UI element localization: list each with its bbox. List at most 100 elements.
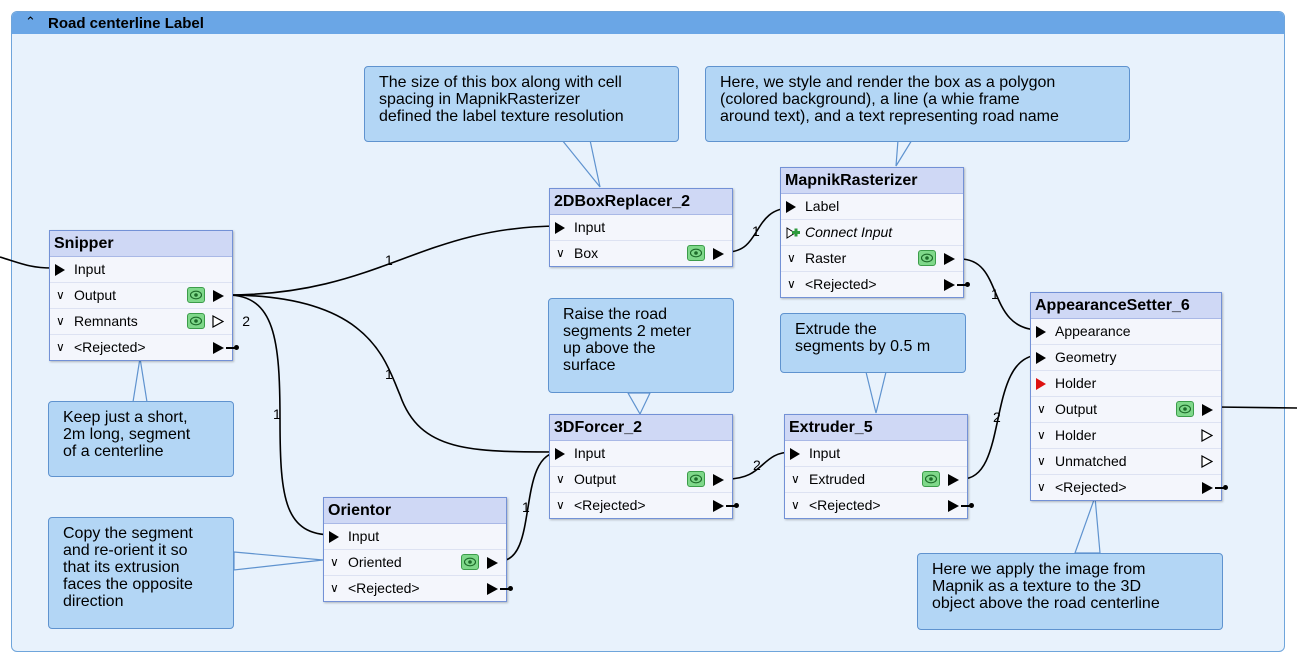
feature-count: 2 [242, 313, 250, 329]
transformer-orientor[interactable]: Orientor Input ∨ Oriented ∨ <Rejected> [323, 497, 513, 602]
port-label: Box [574, 245, 599, 261]
output-port[interactable]: ∨ Box [550, 241, 732, 266]
input-port[interactable]: Input [550, 441, 732, 467]
bookmark-header[interactable]: ⌃ Road centerline Label [12, 12, 1284, 34]
annotation-copy-reorient[interactable]: Copy the segment and re-orient it so tha… [48, 517, 234, 629]
chevron-down-icon[interactable]: ∨ [556, 498, 565, 512]
output-port[interactable]: ∨ Holder [1031, 423, 1221, 449]
eye-icon[interactable] [187, 313, 205, 329]
input-port[interactable]: Input [550, 215, 732, 241]
output-port[interactable]: ∨ <Rejected> [324, 576, 513, 601]
input-port[interactable]: Label [781, 194, 963, 220]
annotation-raise[interactable]: Raise the road segments 2 meter up above… [548, 298, 734, 393]
output-port[interactable]: ∨ Oriented [324, 550, 506, 576]
connect-input-plus-icon[interactable] [786, 226, 800, 240]
output-port[interactable]: ∨ Extruded [785, 467, 967, 493]
input-port-arrow-icon [329, 531, 339, 543]
rejected-stub [1215, 487, 1225, 489]
input-port[interactable]: Input [785, 441, 967, 467]
output-port-arrow-icon[interactable] [944, 279, 955, 291]
port-label: Appearance [1055, 323, 1131, 339]
output-port-arrow-icon[interactable] [213, 290, 224, 302]
output-port-arrow-icon[interactable] [713, 474, 724, 486]
output-port[interactable]: ∨ <Rejected> [1031, 475, 1228, 500]
chevron-down-icon[interactable]: ∨ [791, 498, 800, 512]
output-port[interactable]: ∨ Unmatched [1031, 449, 1221, 475]
input-port-unconnected[interactable]: Holder [1031, 371, 1221, 397]
eye-icon[interactable] [687, 471, 705, 487]
transformer-3dforcer[interactable]: 3DForcer_2 Input ∨ Output ∨ <Rejected> [549, 414, 739, 519]
input-port[interactable]: Appearance [1031, 319, 1221, 345]
output-port-arrow-icon[interactable] [948, 500, 959, 512]
output-port-arrow-icon[interactable] [1201, 455, 1213, 468]
annotation-keep-short[interactable]: Keep just a short, 2m long, segment of a… [48, 401, 234, 477]
rejected-dot [508, 586, 513, 591]
chevron-down-icon[interactable]: ∨ [330, 581, 339, 595]
chevron-down-icon[interactable]: ∨ [556, 472, 565, 486]
output-port-arrow-icon[interactable] [213, 342, 224, 354]
chevron-down-icon[interactable]: ∨ [56, 314, 65, 328]
transformer-extruder[interactable]: Extruder_5 Input ∨ Extruded ∨ <Rejected> [784, 414, 974, 519]
output-port[interactable]: ∨ <Rejected> [781, 272, 970, 297]
input-port-arrow-icon [55, 264, 65, 276]
chevron-down-icon[interactable]: ∨ [56, 288, 65, 302]
port-label: Extruded [809, 471, 866, 487]
output-port[interactable]: ∨ Output [550, 467, 732, 493]
eye-icon[interactable] [922, 471, 940, 487]
eye-icon[interactable] [1176, 401, 1194, 417]
port-label: Unmatched [1055, 453, 1127, 469]
eye-icon[interactable] [187, 287, 205, 303]
annotation-extrude[interactable]: Extrude the segments by 0.5 m [780, 313, 966, 373]
output-port-arrow-icon[interactable] [948, 474, 959, 486]
output-port[interactable]: ∨ Output [50, 283, 232, 309]
transformer-mapnikrasterizer[interactable]: MapnikRasterizer Label Connect Input ∨ R… [780, 167, 970, 298]
input-port[interactable]: Geometry [1031, 345, 1221, 371]
chevron-down-icon[interactable]: ∨ [787, 251, 796, 265]
output-port-arrow-icon[interactable] [1201, 429, 1213, 442]
output-port-arrow-icon[interactable] [487, 557, 498, 569]
annotation-box-size[interactable]: The size of this box along with cell spa… [364, 66, 679, 142]
transformer-snipper[interactable]: Snipper Input ∨ Output ∨ Remnants 2 ∨ <R… [49, 230, 250, 361]
annotation-apply-texture[interactable]: Here we apply the image from Mapnik as a… [917, 553, 1223, 630]
chevron-down-icon[interactable]: ∨ [1037, 480, 1046, 494]
eye-icon[interactable] [687, 245, 705, 261]
output-port-arrow-icon[interactable] [212, 315, 224, 328]
annotation-style-render[interactable]: Here, we style and render the box as a p… [705, 66, 1130, 142]
chevron-down-icon[interactable]: ∨ [787, 277, 796, 291]
chevron-down-icon[interactable]: ∨ [330, 555, 339, 569]
rejected-stub [500, 588, 510, 590]
eye-icon[interactable] [461, 554, 479, 570]
output-port[interactable]: ∨ Output [1031, 397, 1221, 423]
output-port-arrow-icon[interactable] [487, 583, 498, 595]
chevron-down-icon[interactable]: ∨ [56, 340, 65, 354]
input-port[interactable]: Input [50, 257, 232, 283]
port-label: Holder [1055, 427, 1097, 443]
port-label: Output [1055, 401, 1098, 417]
output-port-arrow-icon[interactable] [944, 253, 955, 265]
wire-count: 1 [522, 499, 530, 515]
chevron-down-icon[interactable]: ∨ [1037, 428, 1046, 442]
output-port-arrow-icon[interactable] [1202, 482, 1213, 494]
output-port[interactable]: ∨ <Rejected> [785, 493, 974, 518]
transformer-title: Snipper [50, 231, 232, 257]
output-port[interactable]: ∨ Raster [781, 246, 963, 272]
chevron-down-icon[interactable]: ∨ [1037, 402, 1046, 416]
eye-icon[interactable] [918, 250, 936, 266]
output-port-arrow-icon[interactable] [1202, 404, 1213, 416]
output-port-arrow-icon[interactable] [713, 500, 724, 512]
output-port[interactable]: ∨ Remnants 2 [50, 309, 250, 335]
chevron-down-icon[interactable]: ∨ [556, 246, 565, 260]
output-port[interactable]: ∨ <Rejected> [550, 493, 739, 518]
connect-input-port[interactable]: Connect Input [781, 220, 963, 246]
input-port[interactable]: Input [324, 524, 506, 550]
chevron-down-icon[interactable]: ∨ [791, 472, 800, 486]
transformer-appearancesetter[interactable]: AppearanceSetter_6 Appearance Geometry H… [1030, 292, 1228, 501]
chevron-up-icon[interactable]: ⌃ [25, 14, 36, 29]
chevron-down-icon[interactable]: ∨ [1037, 454, 1046, 468]
transformer-title: AppearanceSetter_6 [1031, 293, 1221, 319]
rejected-stub [726, 505, 736, 507]
transformer-2dboxreplacer[interactable]: 2DBoxReplacer_2 Input ∨ Box [549, 188, 733, 267]
output-port-arrow-icon[interactable] [713, 248, 724, 260]
output-port[interactable]: ∨ <Rejected> [50, 335, 239, 360]
